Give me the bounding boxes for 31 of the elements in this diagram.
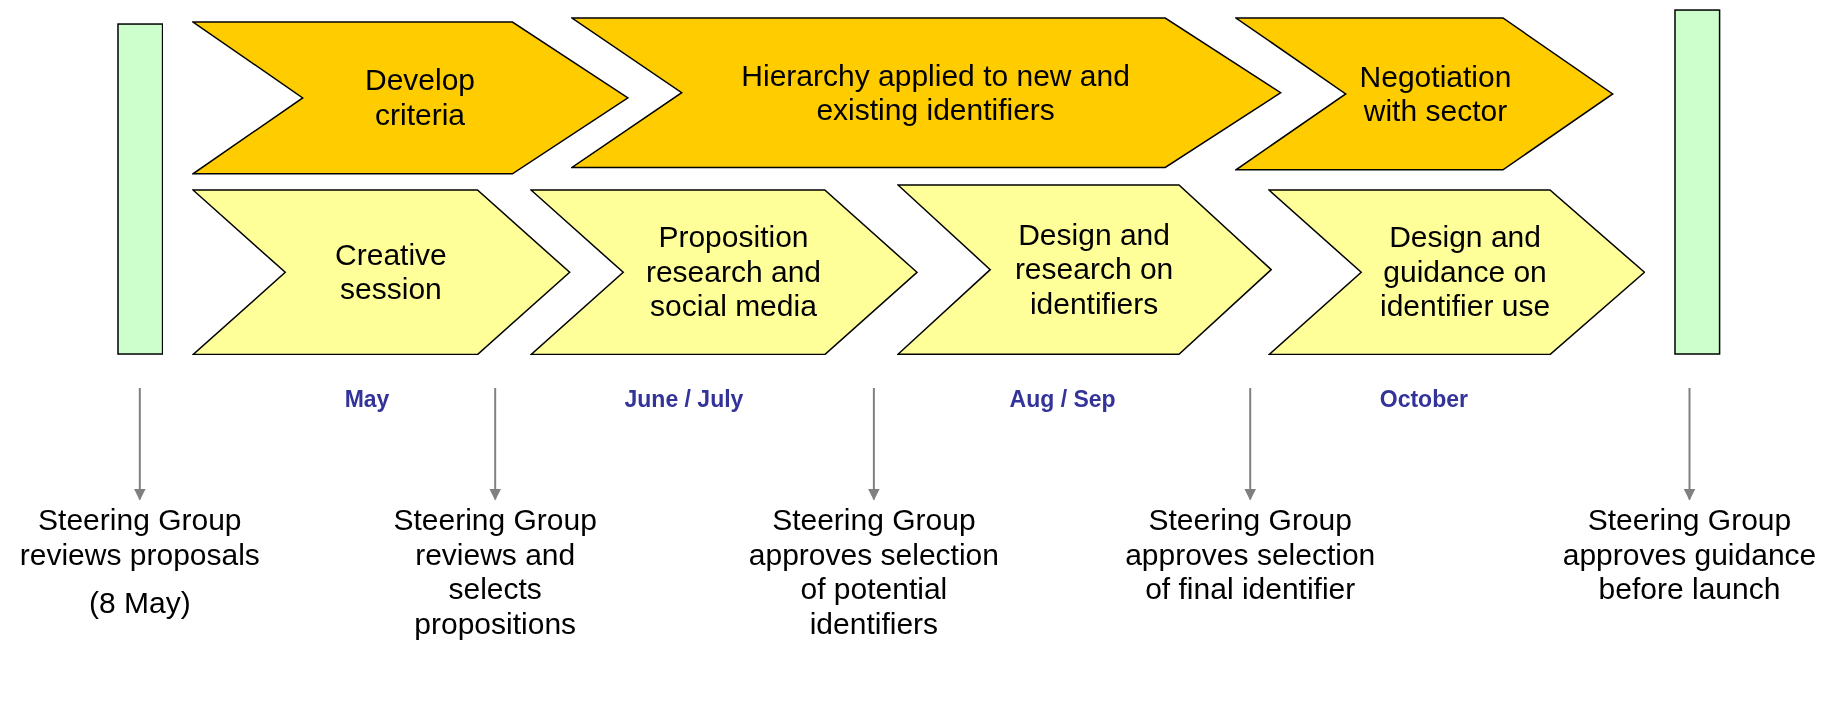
step-label: Hierarchy applied to new and existing identifiers (740, 58, 1131, 128)
chevron-shape (530, 188, 919, 356)
step-label: Design and guidance on identifier use (1379, 220, 1552, 324)
milestone-text: Steering Group reviews proposals (18, 503, 261, 573)
step-label: Develop criteria (364, 63, 477, 133)
step-label: Design and research on identifiers (1013, 218, 1175, 322)
chevron-shape (1235, 17, 1614, 172)
step-label: Negotiation with sector (1358, 59, 1513, 129)
milestone-text: Steering Group reviews and selects propositions (392, 503, 598, 642)
month-label: October (1379, 385, 1468, 413)
step-label: Proposition research and social media (644, 220, 822, 324)
milestone-bar (116, 23, 164, 356)
arrow (1683, 387, 1696, 501)
milestone-text: Steering Group approves guidance before launch (1562, 503, 1817, 607)
chevron-shape (192, 20, 630, 175)
arrow (867, 387, 880, 501)
milestone-text: Steering Group approves selection of potential identifiers (747, 503, 1000, 642)
month-label: May (344, 385, 390, 413)
milestone-bar (1674, 9, 1721, 356)
arrow (489, 387, 502, 501)
arrow (133, 387, 146, 501)
arrow (1244, 387, 1257, 501)
chevron-shape (570, 17, 1282, 169)
chevron-shape (897, 184, 1273, 356)
month-label: Aug / Sep (1009, 385, 1116, 413)
milestone-text: Steering Group approves selection of final identifier (1124, 503, 1377, 607)
step-label: Creative session (334, 237, 448, 307)
chevron-shape (1267, 188, 1646, 356)
milestone-text: (8 May) (87, 586, 192, 621)
month-label: June / July (624, 385, 744, 413)
chevron-shape (192, 188, 571, 356)
